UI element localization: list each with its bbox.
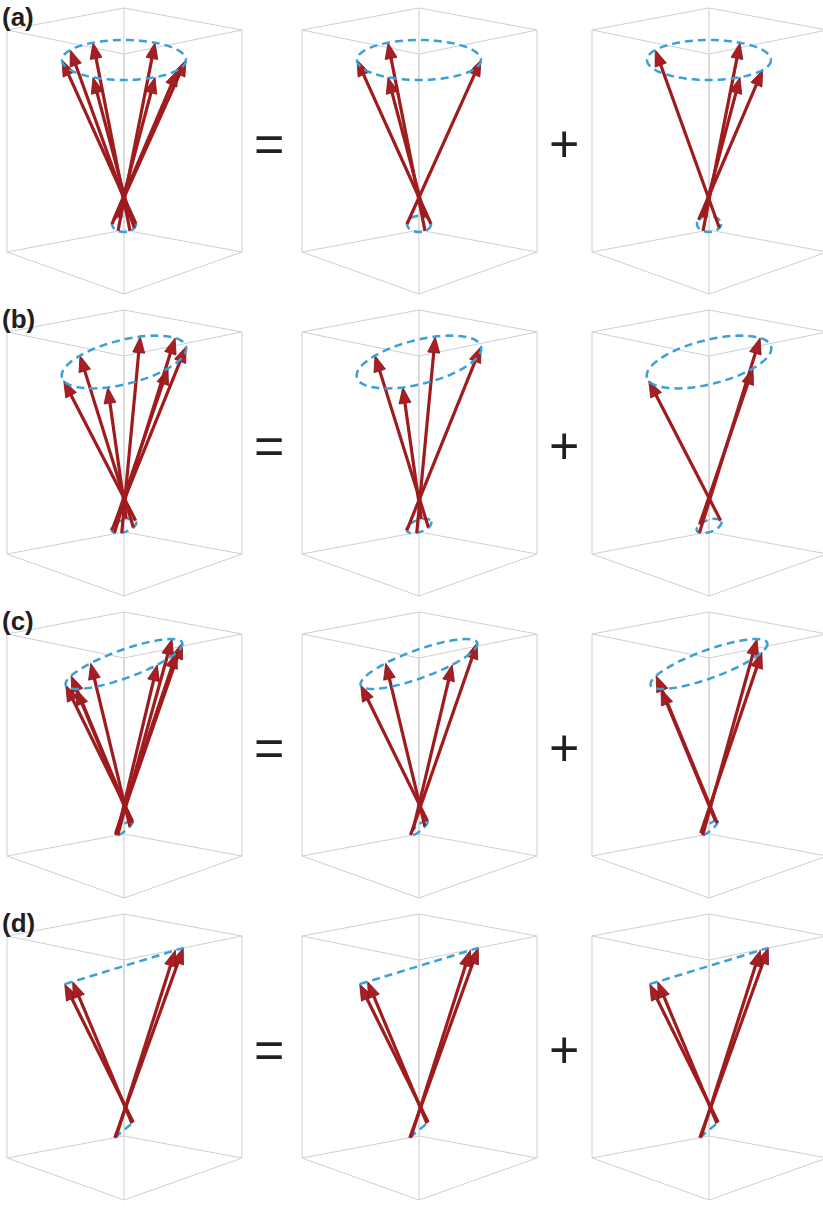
vector-arrow — [399, 387, 421, 519]
vector-arrow — [89, 663, 130, 826]
plus-sign: + — [549, 722, 579, 774]
wireframe-box — [7, 914, 242, 1200]
plus-sign: + — [549, 118, 579, 170]
wireframe-box — [592, 310, 823, 596]
vector-arrow — [357, 60, 431, 224]
wireframe-box — [7, 8, 242, 294]
vector-arrow — [114, 338, 176, 533]
vector-arrow — [116, 643, 183, 835]
cone-ring — [357, 40, 481, 80]
cone-ring — [62, 336, 187, 389]
cone-ring — [647, 40, 771, 80]
cone-ring — [62, 40, 186, 80]
wireframe-box — [302, 310, 537, 596]
cone-ring — [360, 948, 479, 984]
wireframe-box — [302, 914, 537, 1200]
cone-ring — [65, 948, 184, 984]
cone-ring — [647, 336, 772, 389]
panel-letter: (d) — [2, 910, 35, 936]
vector-arrow — [104, 387, 126, 519]
equals-sign: = — [254, 1024, 284, 1076]
vector-arrow — [384, 663, 425, 826]
vector-arrow — [703, 639, 759, 835]
equals-sign: = — [254, 722, 284, 774]
wireframe-box — [7, 310, 242, 596]
vector-arrow — [70, 50, 134, 228]
panel-letter: (c) — [2, 608, 34, 634]
vector-arrow — [699, 338, 761, 533]
cone-ring — [650, 948, 769, 984]
vector-arrow — [658, 982, 717, 1124]
vector-arrow — [417, 337, 440, 533]
wireframe-box — [592, 612, 823, 898]
panel-letter: (b) — [2, 306, 35, 332]
plus-sign: + — [549, 1024, 579, 1076]
wireframe-box — [592, 914, 823, 1200]
cone-ring — [357, 336, 482, 389]
vector-arrow — [655, 50, 719, 228]
cone-ring — [651, 639, 768, 689]
vector-arrow — [118, 639, 174, 835]
wireframe-box — [7, 612, 242, 898]
wireframe-box — [592, 8, 823, 294]
vector-arrow — [368, 982, 427, 1124]
equals-sign: = — [254, 118, 284, 170]
plus-sign: + — [549, 420, 579, 472]
panel-letter: (a) — [2, 4, 34, 30]
wireframe-box — [302, 8, 537, 294]
vector-arrow — [73, 982, 132, 1124]
wireframe-box — [302, 612, 537, 898]
cone-ring — [361, 639, 478, 689]
cone-ring — [66, 639, 183, 689]
equals-sign: = — [254, 420, 284, 472]
vector-arrow — [656, 676, 717, 823]
